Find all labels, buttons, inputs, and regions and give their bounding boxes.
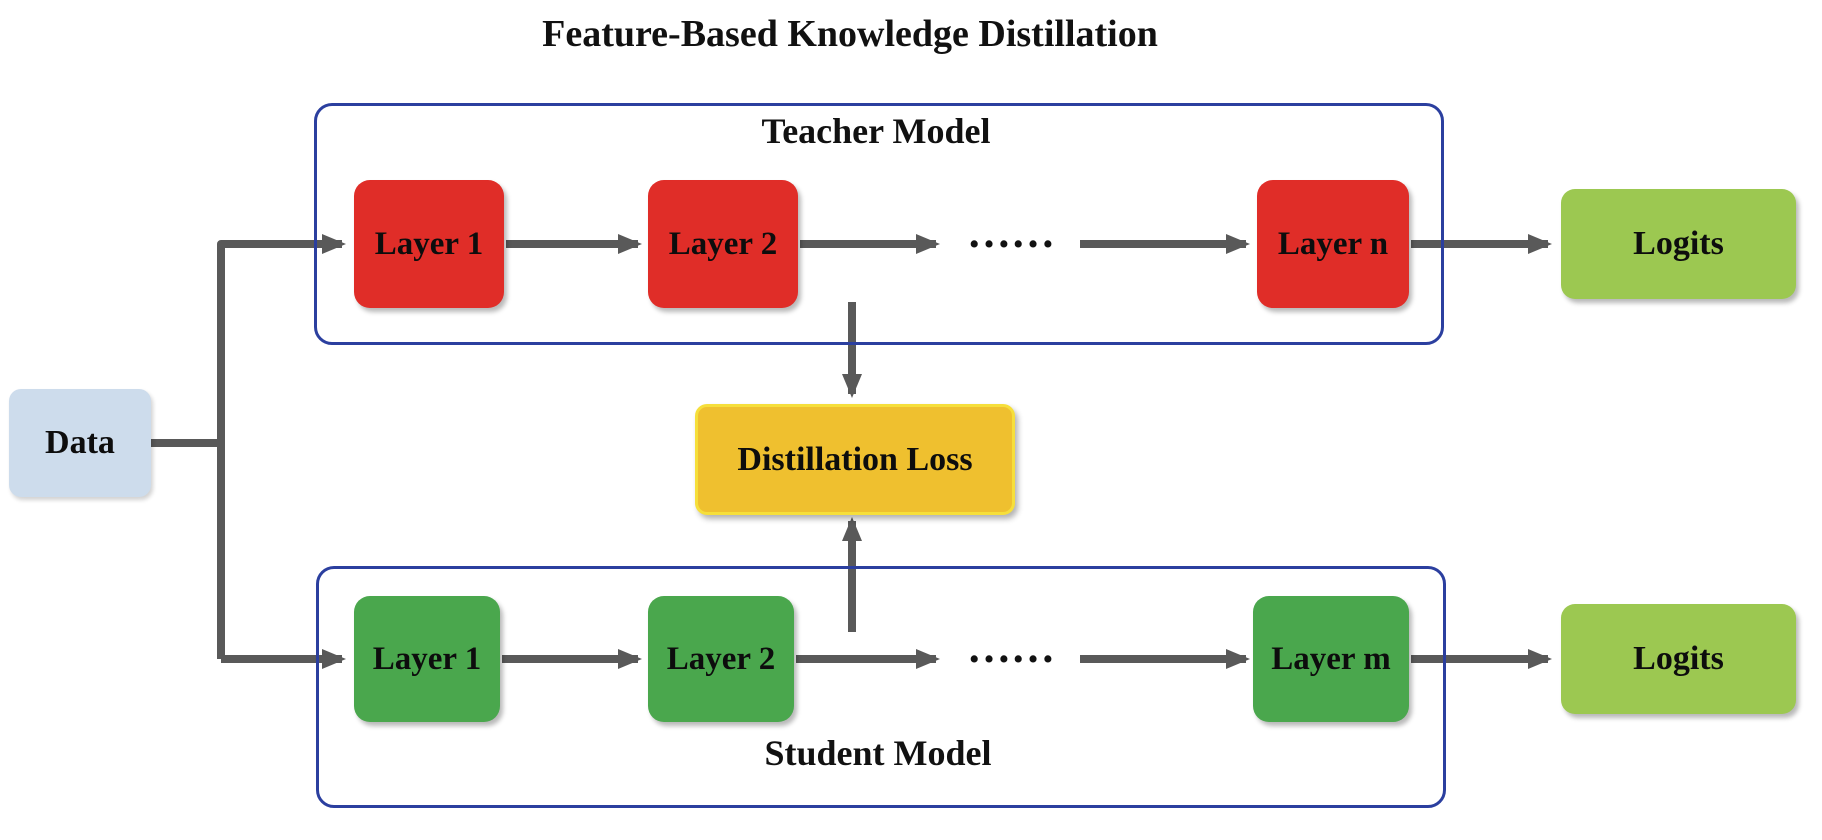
teacher-model-label: Teacher Model [761,111,991,151]
distillation-loss-node: Distillation Loss [695,404,1015,515]
teacher-ellipsis-text: …… [967,207,1055,257]
teacher-model-container [314,103,1444,345]
teacher-ellipsis: …… [950,180,1072,308]
data-node: Data [9,389,151,497]
teacher-layer-2: Layer 2 [648,180,798,308]
student-model-container [316,566,1446,808]
teacher-layer-n: Layer n [1257,180,1409,308]
student-logits: Logits [1561,604,1796,714]
page-title: Feature-Based Knowledge Distillation [542,13,1158,55]
teacher-layer-1: Layer 1 [354,180,504,308]
student-ellipsis-text: …… [967,622,1055,672]
student-model-label: Student Model [764,733,992,773]
student-ellipsis: …… [950,596,1072,722]
teacher-logits: Logits [1561,189,1796,299]
student-layer-1: Layer 1 [354,596,500,722]
student-layer-m: Layer m [1253,596,1409,722]
student-layer-2: Layer 2 [648,596,794,722]
